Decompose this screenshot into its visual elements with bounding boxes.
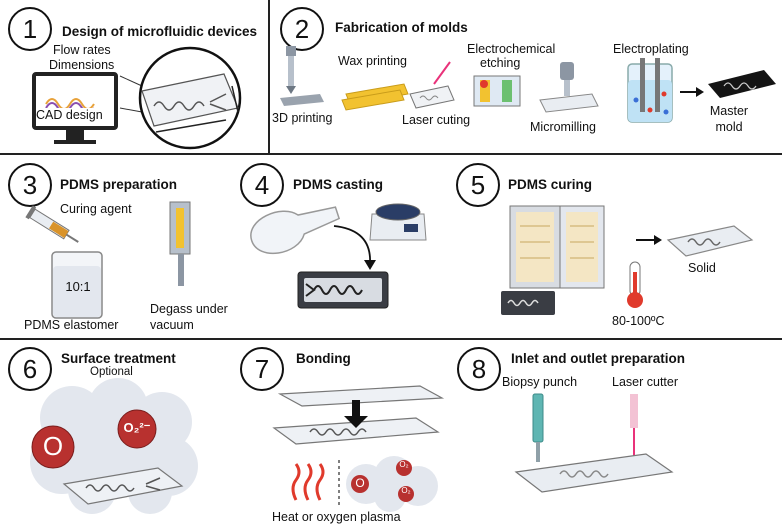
flow-rates-label: Flow rates: [53, 43, 111, 57]
heat-plasma-label: Heat or oxygen plasma: [272, 510, 401, 524]
micromilling-label: Micromilling: [530, 120, 596, 134]
etching-tank-icon: [473, 75, 521, 107]
ratio-label: 10:1: [65, 279, 91, 294]
plasma-cloud-icon: [346, 456, 438, 512]
step-5-number: 5: [456, 163, 500, 207]
step-7-title: Bonding: [296, 351, 351, 366]
syringe-icon: [25, 205, 79, 243]
electroplating-label: Electroplating: [613, 42, 689, 56]
step-6-number: 6: [8, 347, 52, 391]
pdms-elastomer-label: PDMS elastomer: [24, 318, 119, 332]
master-mold-icon: [708, 70, 776, 98]
beaker-icon: [51, 251, 103, 319]
step-1-title: Design of microfluidic devices: [62, 24, 258, 39]
step-6-title: Surface treatment: [61, 351, 176, 366]
pdms-cast-device: [297, 271, 389, 309]
mold-label: mold: [715, 120, 743, 134]
treated-device-icon: [62, 467, 184, 505]
vacuum-gauge-icon: [169, 201, 191, 286]
etching-label: etching: [480, 56, 521, 70]
pour-arrow-icon: [333, 225, 376, 270]
oxygen-big-label: O: [42, 431, 64, 461]
heat-waves-icon: [291, 463, 325, 501]
cad-design-label: CAD design: [36, 108, 103, 122]
temperature-label: 80-100ºC: [612, 314, 665, 328]
bonding-layers-icon: [272, 385, 445, 445]
step-1-number: 1: [8, 7, 52, 51]
degass-line1-label: Degass under: [150, 302, 228, 316]
arrow-icon: [636, 235, 662, 245]
divider-row2: [0, 338, 782, 340]
divider-row1: [0, 153, 782, 155]
step-3-title: PDMS preparation: [60, 177, 178, 192]
3d-printing-label: 3D printing: [272, 111, 333, 125]
electroplating-beaker-icon: [627, 58, 673, 123]
thermometer-icon: [627, 261, 643, 308]
optional-label: Optional: [90, 366, 133, 378]
arrow-icon: [680, 87, 704, 97]
step-4-number: 4: [240, 163, 284, 207]
step-7-number: 7: [240, 347, 284, 391]
spin-coater-icon: [369, 203, 427, 241]
solid-label: Solid: [688, 261, 716, 275]
laser-icon: [409, 61, 455, 109]
electrochemical-label: Electrochemical: [467, 42, 556, 56]
laser-cutter-label: Laser cutter: [612, 375, 679, 389]
dimensions-label: Dimensions: [49, 58, 115, 72]
separator-dashed: [338, 460, 340, 506]
wax-printing-label: Wax printing: [338, 54, 408, 68]
laser-cuting-label: Laser cuting: [402, 113, 471, 127]
solid-device-icon: [666, 225, 754, 257]
flask-icon: [250, 206, 341, 255]
step-2-title: Fabrication of molds: [335, 20, 468, 35]
degass-line2-label: vacuum: [150, 318, 194, 332]
oxygen-big-icon: [31, 425, 75, 469]
step-4-title: PDMS casting: [293, 177, 384, 192]
step-3-number: 3: [8, 163, 52, 207]
magnifier-icon: [119, 46, 242, 150]
3d-printer-icon: [280, 46, 324, 106]
plasma-o2-top-label: O₂: [399, 460, 409, 469]
biopsy-punch-label: Biopsy punch: [502, 375, 578, 389]
step-8-title: Inlet and outlet preparation: [511, 351, 686, 366]
curing-agent-label: Curing agent: [60, 202, 132, 216]
wax-printer-icon: [341, 83, 409, 111]
cured-device-dark: [501, 291, 555, 315]
step-5-title: PDMS curing: [508, 177, 593, 192]
biopsy-punch-icon: [532, 393, 544, 462]
peroxide-icon: [117, 409, 157, 449]
plasma-o2-bottom-label: O₂: [401, 486, 411, 495]
peroxide-label: O₂²⁻: [123, 420, 151, 435]
divider-col-1-2: [268, 0, 270, 153]
final-device-icon: [514, 453, 674, 493]
mill-icon: [539, 62, 599, 113]
master-label: Master: [709, 104, 749, 118]
plasma-o-label: O: [355, 476, 365, 490]
step-8-number: 8: [457, 347, 501, 391]
oven-icon: [509, 205, 605, 289]
step-2-number: 2: [280, 7, 324, 51]
